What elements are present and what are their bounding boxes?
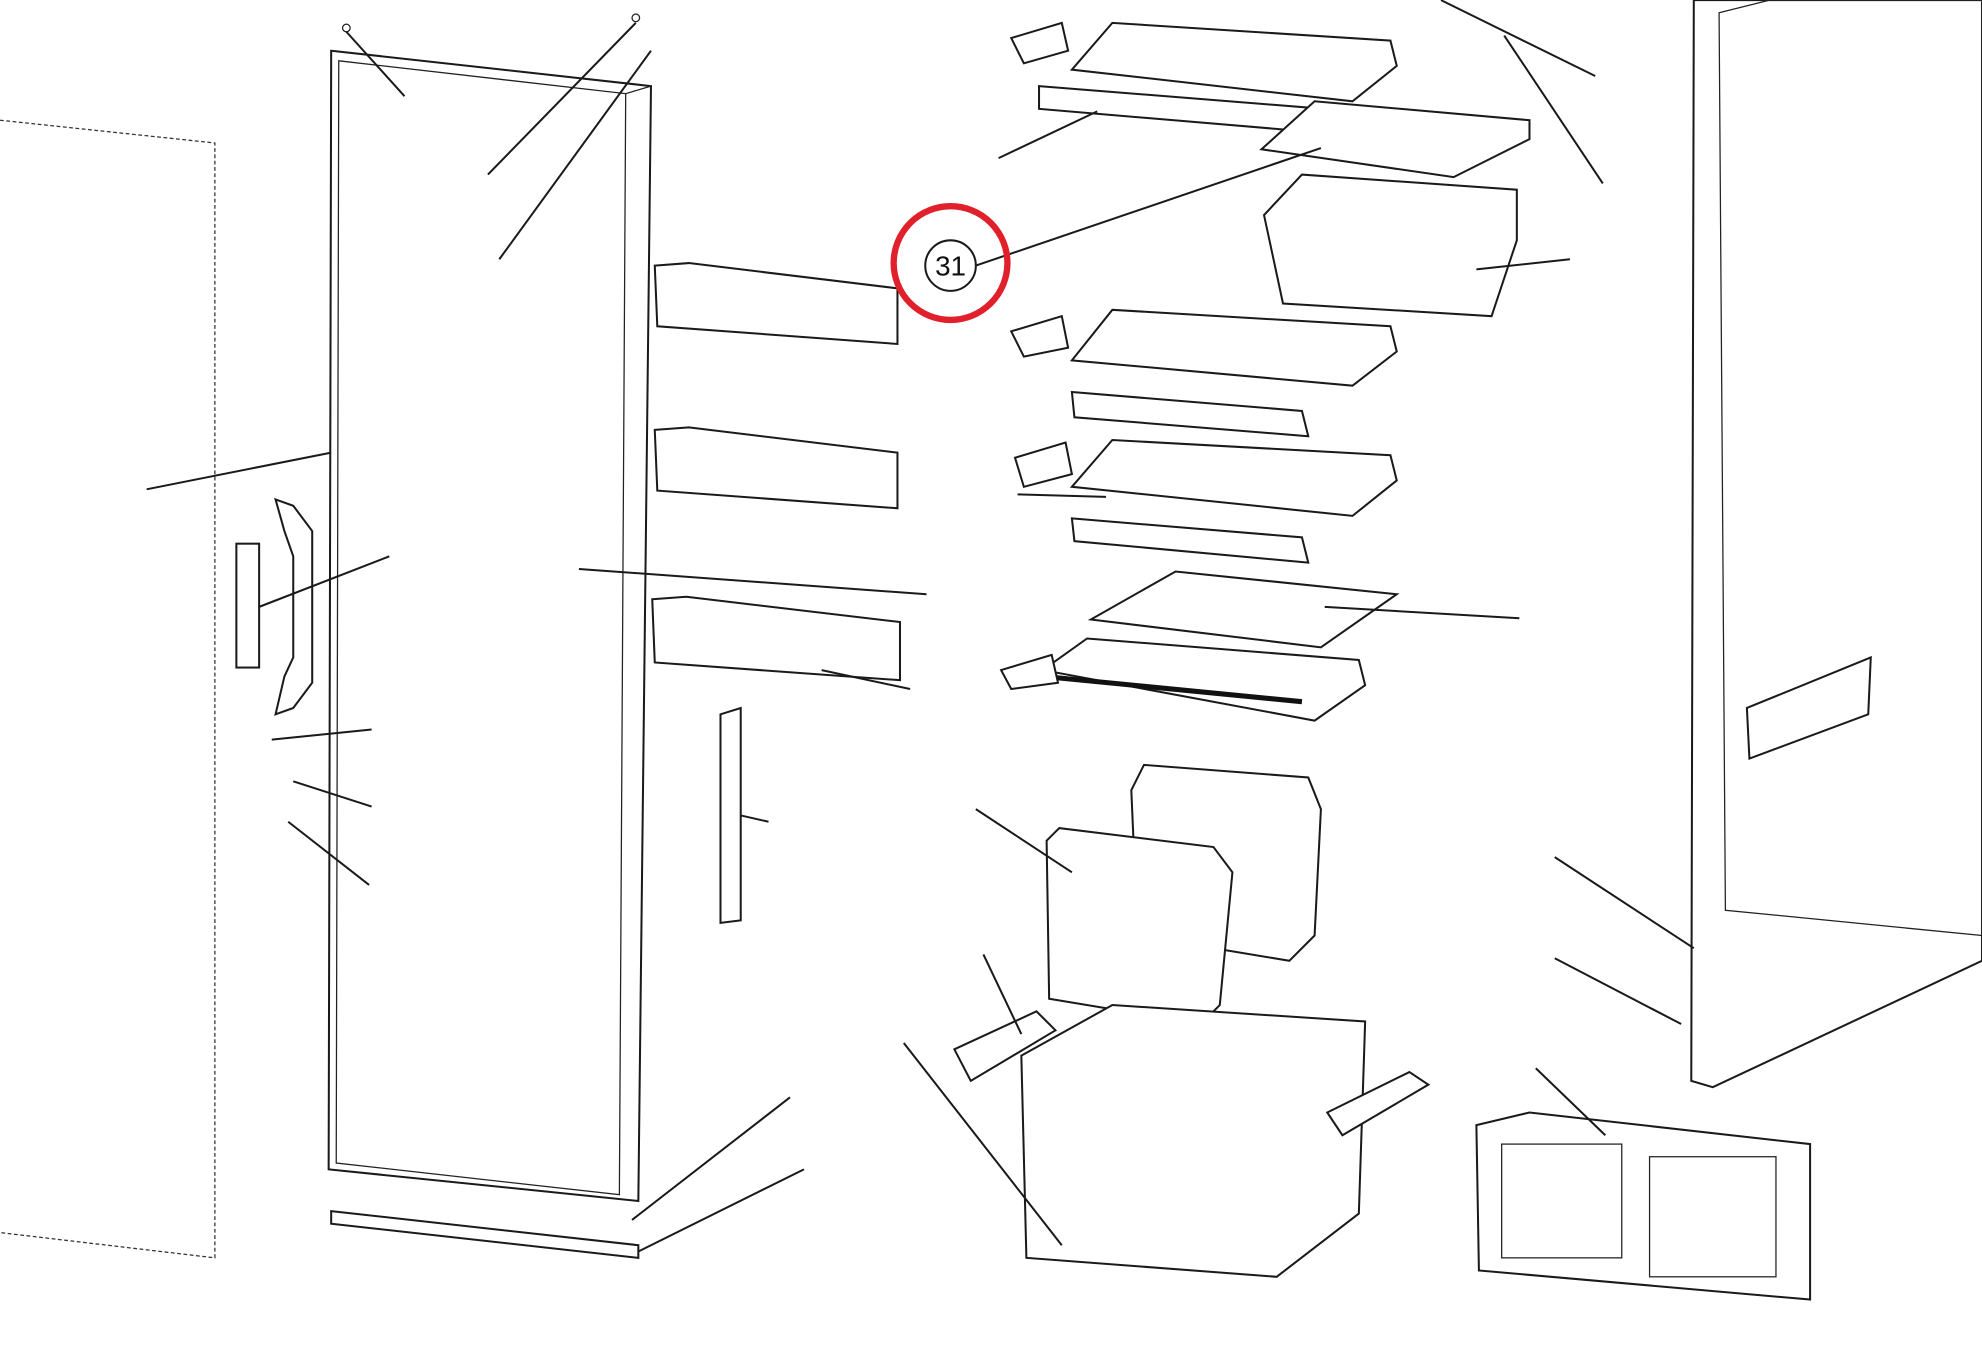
side-panel	[0, 119, 370, 1259]
door	[327, 13, 927, 1259]
freezer-drawer	[902, 763, 1431, 1278]
shelves	[998, 21, 1571, 722]
kick-plate-grille	[1475, 1067, 1812, 1301]
part-callout-31[interactable]: 31	[890, 147, 1322, 324]
door-handle	[235, 497, 769, 925]
door-bins	[651, 262, 911, 691]
highlight-ring	[890, 203, 1011, 324]
callout-number: 31	[935, 251, 966, 282]
cabinet	[1440, 0, 1982, 1089]
